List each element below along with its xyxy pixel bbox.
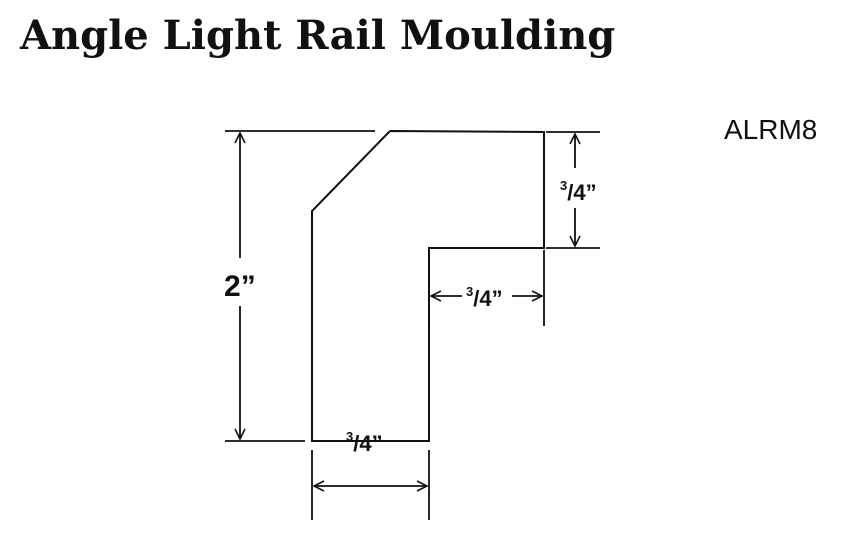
page-title: Angle Light Rail Moulding	[20, 12, 616, 59]
inner-width-dimension: 3/4”	[428, 250, 545, 326]
top-leg-thickness-label: 3/4”	[560, 178, 597, 205]
profile-outline	[311, 130, 545, 442]
height-label: 2”	[224, 270, 256, 303]
inner-width-label: 3/4”	[466, 284, 503, 311]
height-dimension: 2”	[224, 130, 375, 442]
bottom-width-label: 3/4”	[346, 429, 383, 456]
part-code: ALRM8	[724, 114, 818, 145]
bottom-width-dimension: 3/4”	[311, 429, 430, 520]
top-leg-thickness-dimension: 3/4”	[546, 131, 600, 249]
